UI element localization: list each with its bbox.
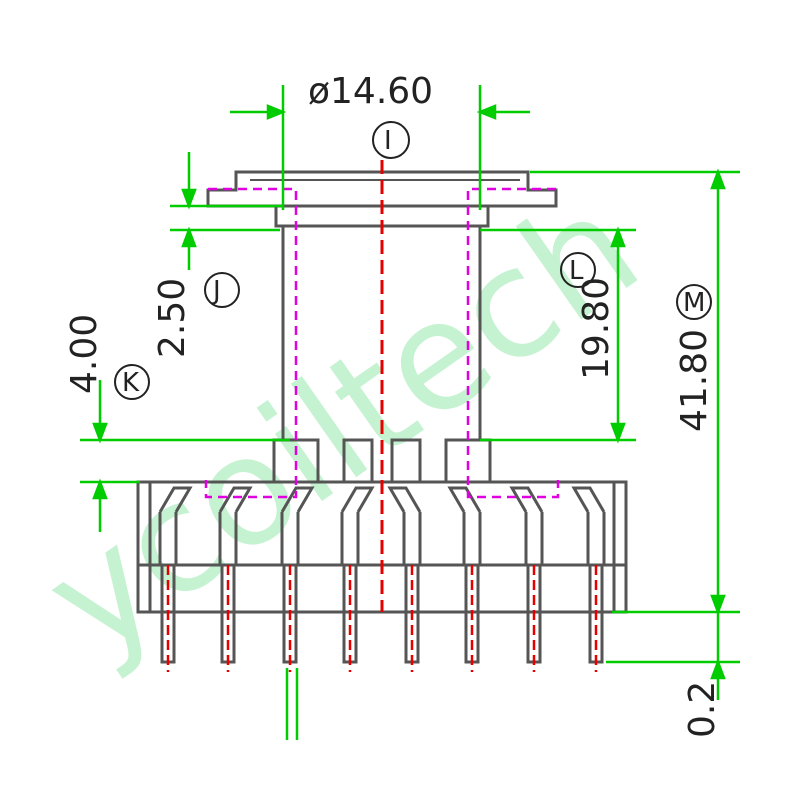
base-rib-top (218, 486, 253, 513)
marker-winding-height: L (569, 256, 584, 286)
marker-overall-height: M (683, 288, 705, 318)
dim-flange-thickness-text: 2.50 (152, 278, 193, 358)
base-rib-top (447, 486, 482, 513)
winding-path (204, 187, 560, 499)
dim-diameter-text: ø14.60 (308, 71, 433, 112)
base-rib-top (509, 486, 544, 513)
marker-flange-gap: K (122, 368, 140, 398)
base-rib-top (340, 486, 375, 513)
dim-pin-offset-text: 0.2 (682, 681, 723, 738)
base-ribs (158, 486, 606, 565)
dim-overall-height-text: 41.80 (674, 329, 715, 432)
pins (160, 563, 604, 672)
dimension-markers (114, 121, 712, 400)
base-rib-top (387, 486, 422, 513)
marker-diameter: I (384, 126, 392, 156)
watermark: ycoiltech (16, 160, 669, 690)
base-rib-top (158, 486, 193, 513)
dim-winding-height-text: 19.80 (576, 277, 617, 380)
dim-flange-gap-text: 4.00 (64, 314, 105, 394)
watermark-text: ycoiltech (16, 160, 669, 690)
dimension-lines (80, 85, 740, 740)
base-rib-top (280, 486, 315, 513)
marker-flange-thickness: J (211, 276, 221, 306)
base-rib-top (571, 486, 606, 513)
